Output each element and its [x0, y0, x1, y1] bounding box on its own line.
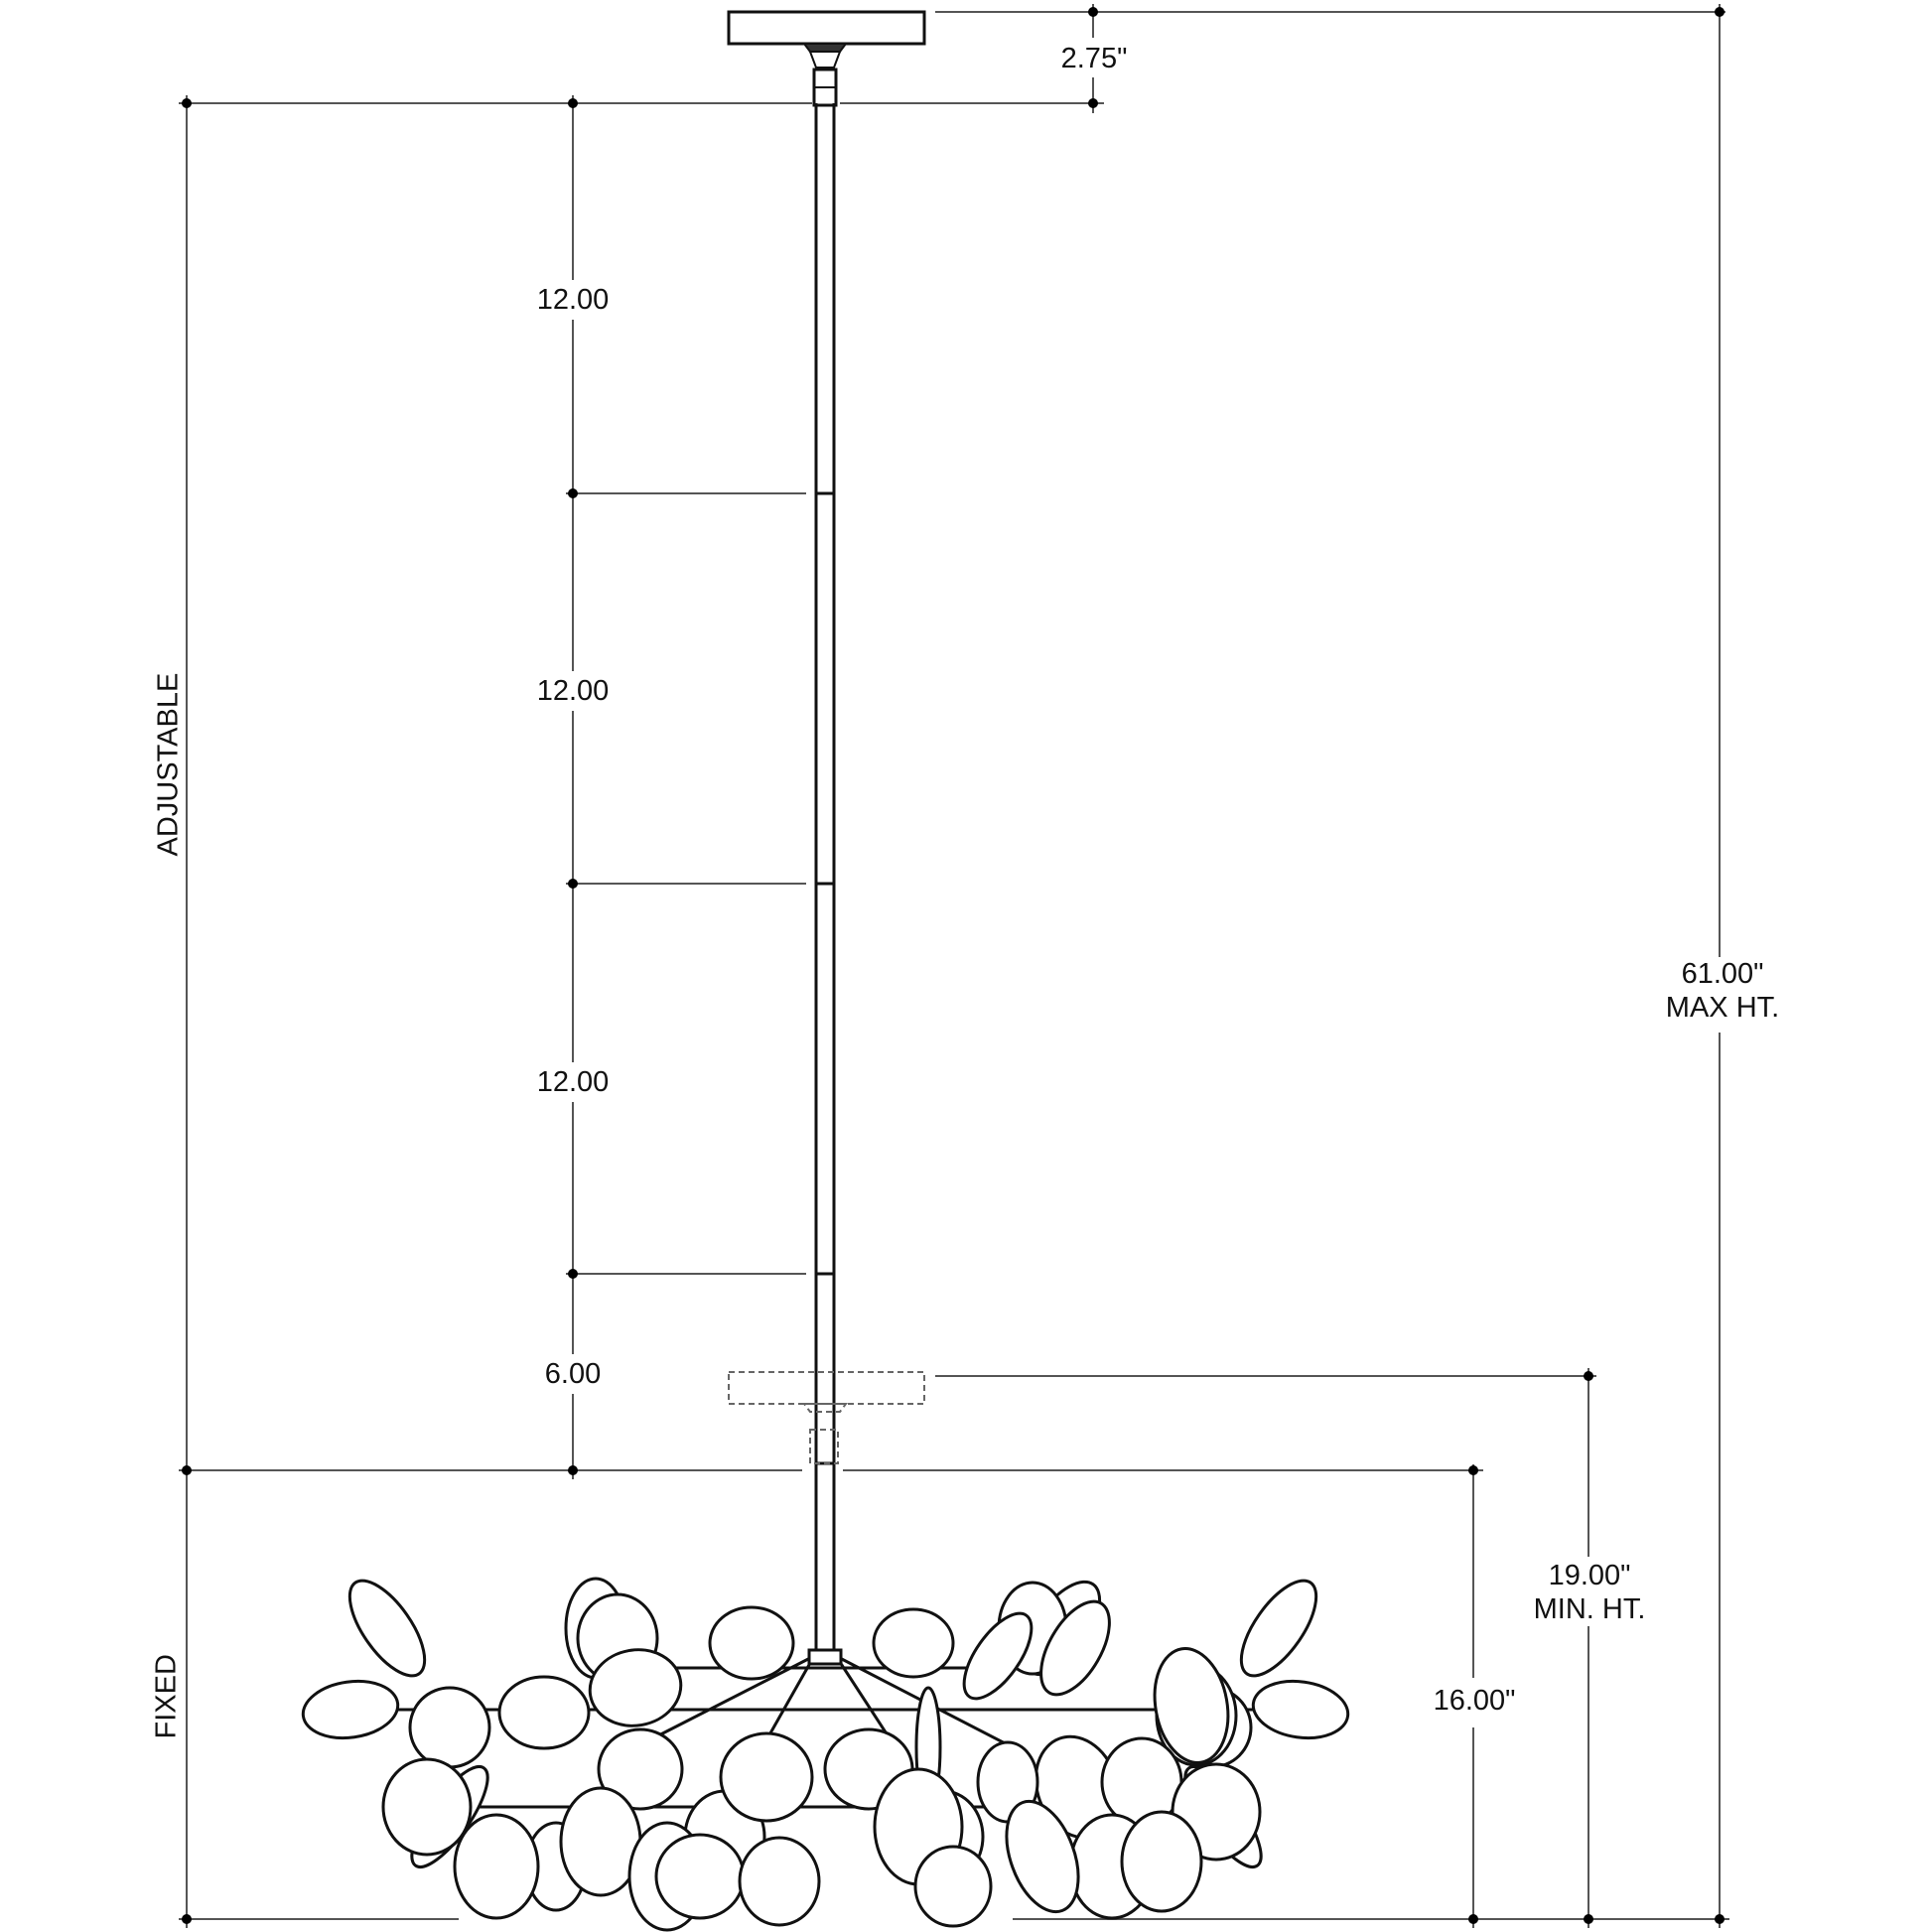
- dim-max-height-value: 61.00": [1681, 958, 1764, 990]
- canopy-max: [727, 10, 926, 107]
- dim-min-height-label: MIN. HT.: [1533, 1593, 1646, 1625]
- dim-fixed-height: 16.00": [1430, 1684, 1519, 1718]
- dim-max-height-label: MAX HT.: [1665, 992, 1780, 1024]
- dim-stem-segment-2: 12.00: [533, 674, 613, 708]
- dimension-dots: [182, 7, 1725, 1924]
- stem-rod: [814, 103, 836, 1656]
- dim-stem-segment-1: 12.00: [533, 283, 613, 317]
- dim-min-height: 19.00" MIN. HT.: [1523, 1559, 1656, 1626]
- dimension-lines: [179, 4, 1729, 1928]
- dim-min-height-value: 19.00": [1548, 1560, 1631, 1591]
- dim-canopy-height: 2.75": [1058, 42, 1130, 75]
- dim-max-height: 61.00" MAX HT.: [1660, 957, 1785, 1025]
- dim-stem-segment-4: 6.00: [538, 1357, 608, 1391]
- section-label-fixed: FIXED: [150, 1654, 183, 1739]
- canopy-min-dashed: [728, 1371, 925, 1464]
- leaf-cluster: [301, 1577, 1350, 1932]
- section-label-adjustable: ADJUSTABLE: [152, 672, 185, 857]
- dim-stem-segment-3: 12.00: [533, 1065, 613, 1099]
